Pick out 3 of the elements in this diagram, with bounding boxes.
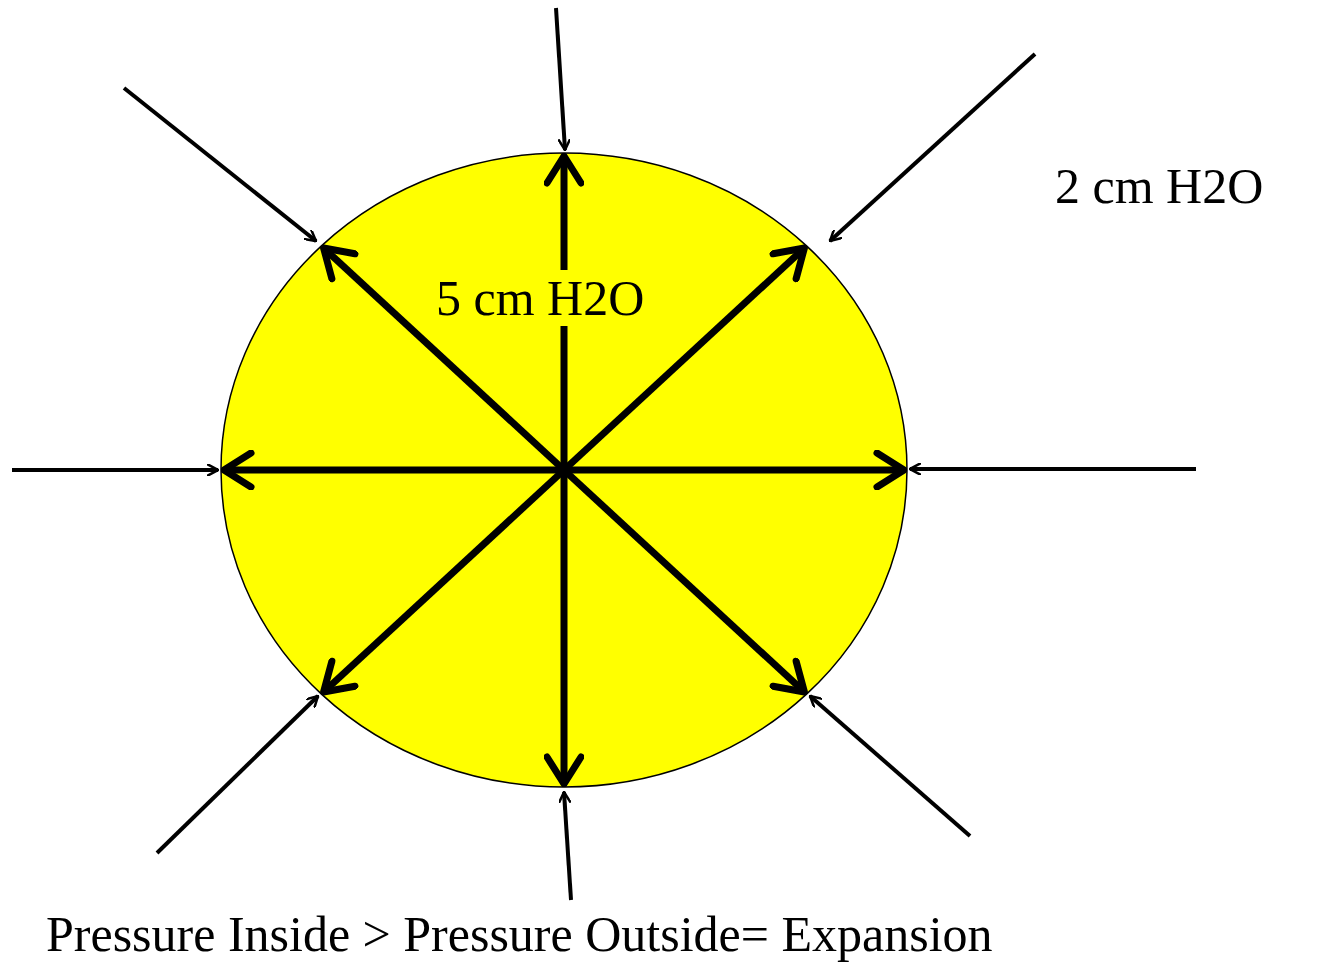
pressure-circle — [220, 152, 908, 788]
pressure-label: 2 cm H2O — [1055, 158, 1264, 214]
caption: Pressure Inside > Pressure Outside= Expansion — [46, 905, 993, 963]
